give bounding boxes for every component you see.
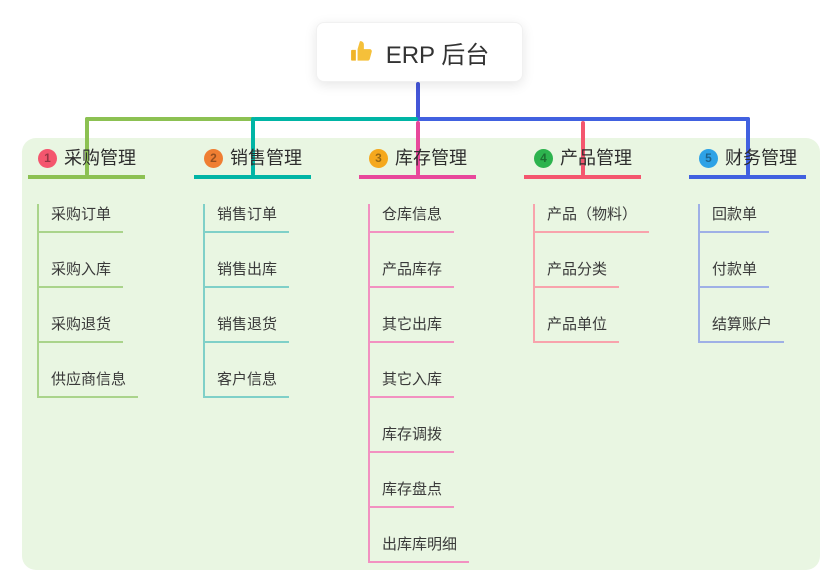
child-node[interactable]: 出库库明细 [370,534,470,563]
root-stem-line [416,82,420,121]
branch-children: 回款单付款单结算账户 [698,204,806,343]
child-node[interactable]: 其它入库 [370,369,455,398]
child-node[interactable]: 产品单位 [535,314,620,343]
branch-node[interactable]: 2 销售管理 销售订单销售出库销售退货客户信息 [194,146,311,398]
branch-label: 财务管理 [725,148,797,168]
branch-label: 产品管理 [560,148,632,168]
branch-children: 仓库信息产品库存其它出库其它入库库存调拨库存盘点出库库明细 [368,204,476,563]
branch-drop-line [746,117,750,176]
child-node[interactable]: 库存盘点 [370,479,455,508]
child-node[interactable]: 供应商信息 [39,369,139,398]
thumbs-up-icon [350,39,376,65]
priority-badge-icon: 3 [369,149,388,168]
branch-node[interactable]: 1 采购管理 采购订单采购入库采购退货供应商信息 [28,146,145,398]
child-node[interactable]: 销售出库 [205,259,290,288]
child-node[interactable]: 客户信息 [205,369,290,398]
branch-header[interactable]: 1 采购管理 [28,146,145,179]
child-node[interactable]: 销售退货 [205,314,290,343]
branch-node[interactable]: 4 产品管理 产品（物料） 产品分类产品单位 [524,146,650,343]
child-node[interactable]: 销售订单 [205,204,290,233]
child-node[interactable]: 产品库存 [370,259,455,288]
branch-drop-line [581,121,585,176]
priority-badge-icon: 2 [204,149,223,168]
branch-label: 采购管理 [64,148,136,168]
branch-children: 采购订单采购入库采购退货供应商信息 [37,204,145,398]
branch-drop-line [85,117,89,176]
branch-children: 产品（物料） 产品分类产品单位 [533,204,650,343]
branch-node[interactable]: 3 库存管理 仓库信息产品库存其它出库其它入库库存调拨库存盘点出库库明细 [359,146,476,563]
branch-label: 库存管理 [395,148,467,168]
child-node[interactable]: 库存调拨 [370,424,455,453]
child-node[interactable]: 付款单 [700,259,770,288]
branch-children: 销售订单销售出库销售退货客户信息 [203,204,311,398]
branch-label: 销售管理 [230,148,302,168]
priority-badge-icon: 1 [38,149,57,168]
child-node[interactable]: 产品（物料） [535,204,650,233]
branch-drop-line [416,121,420,176]
child-node[interactable]: 采购入库 [39,259,124,288]
branch-header[interactable]: 5 财务管理 [689,146,806,179]
child-node[interactable]: 回款单 [700,204,770,233]
branch-header[interactable]: 4 产品管理 [524,146,641,179]
child-node[interactable]: 产品分类 [535,259,620,288]
priority-badge-icon: 5 [699,149,718,168]
horizontal-connector-blue [418,117,750,121]
branches-panel [22,138,820,570]
horizontal-connector-green [85,117,255,121]
horizontal-connector-teal [253,117,418,121]
root-node-label: ERP 后台 [385,41,490,69]
priority-badge-icon: 4 [534,149,553,168]
branch-header[interactable]: 3 库存管理 [359,146,476,179]
child-node[interactable]: 仓库信息 [370,204,455,233]
branch-header[interactable]: 2 销售管理 [194,146,311,179]
child-node[interactable]: 其它出库 [370,314,455,343]
child-node[interactable]: 采购退货 [39,314,124,343]
root-node[interactable]: ERP 后台 [316,22,523,82]
child-node[interactable]: 结算账户 [700,314,785,343]
branch-drop-line [251,117,255,176]
branch-node[interactable]: 5 财务管理 回款单付款单结算账户 [689,146,806,343]
child-node[interactable]: 采购订单 [39,204,124,233]
